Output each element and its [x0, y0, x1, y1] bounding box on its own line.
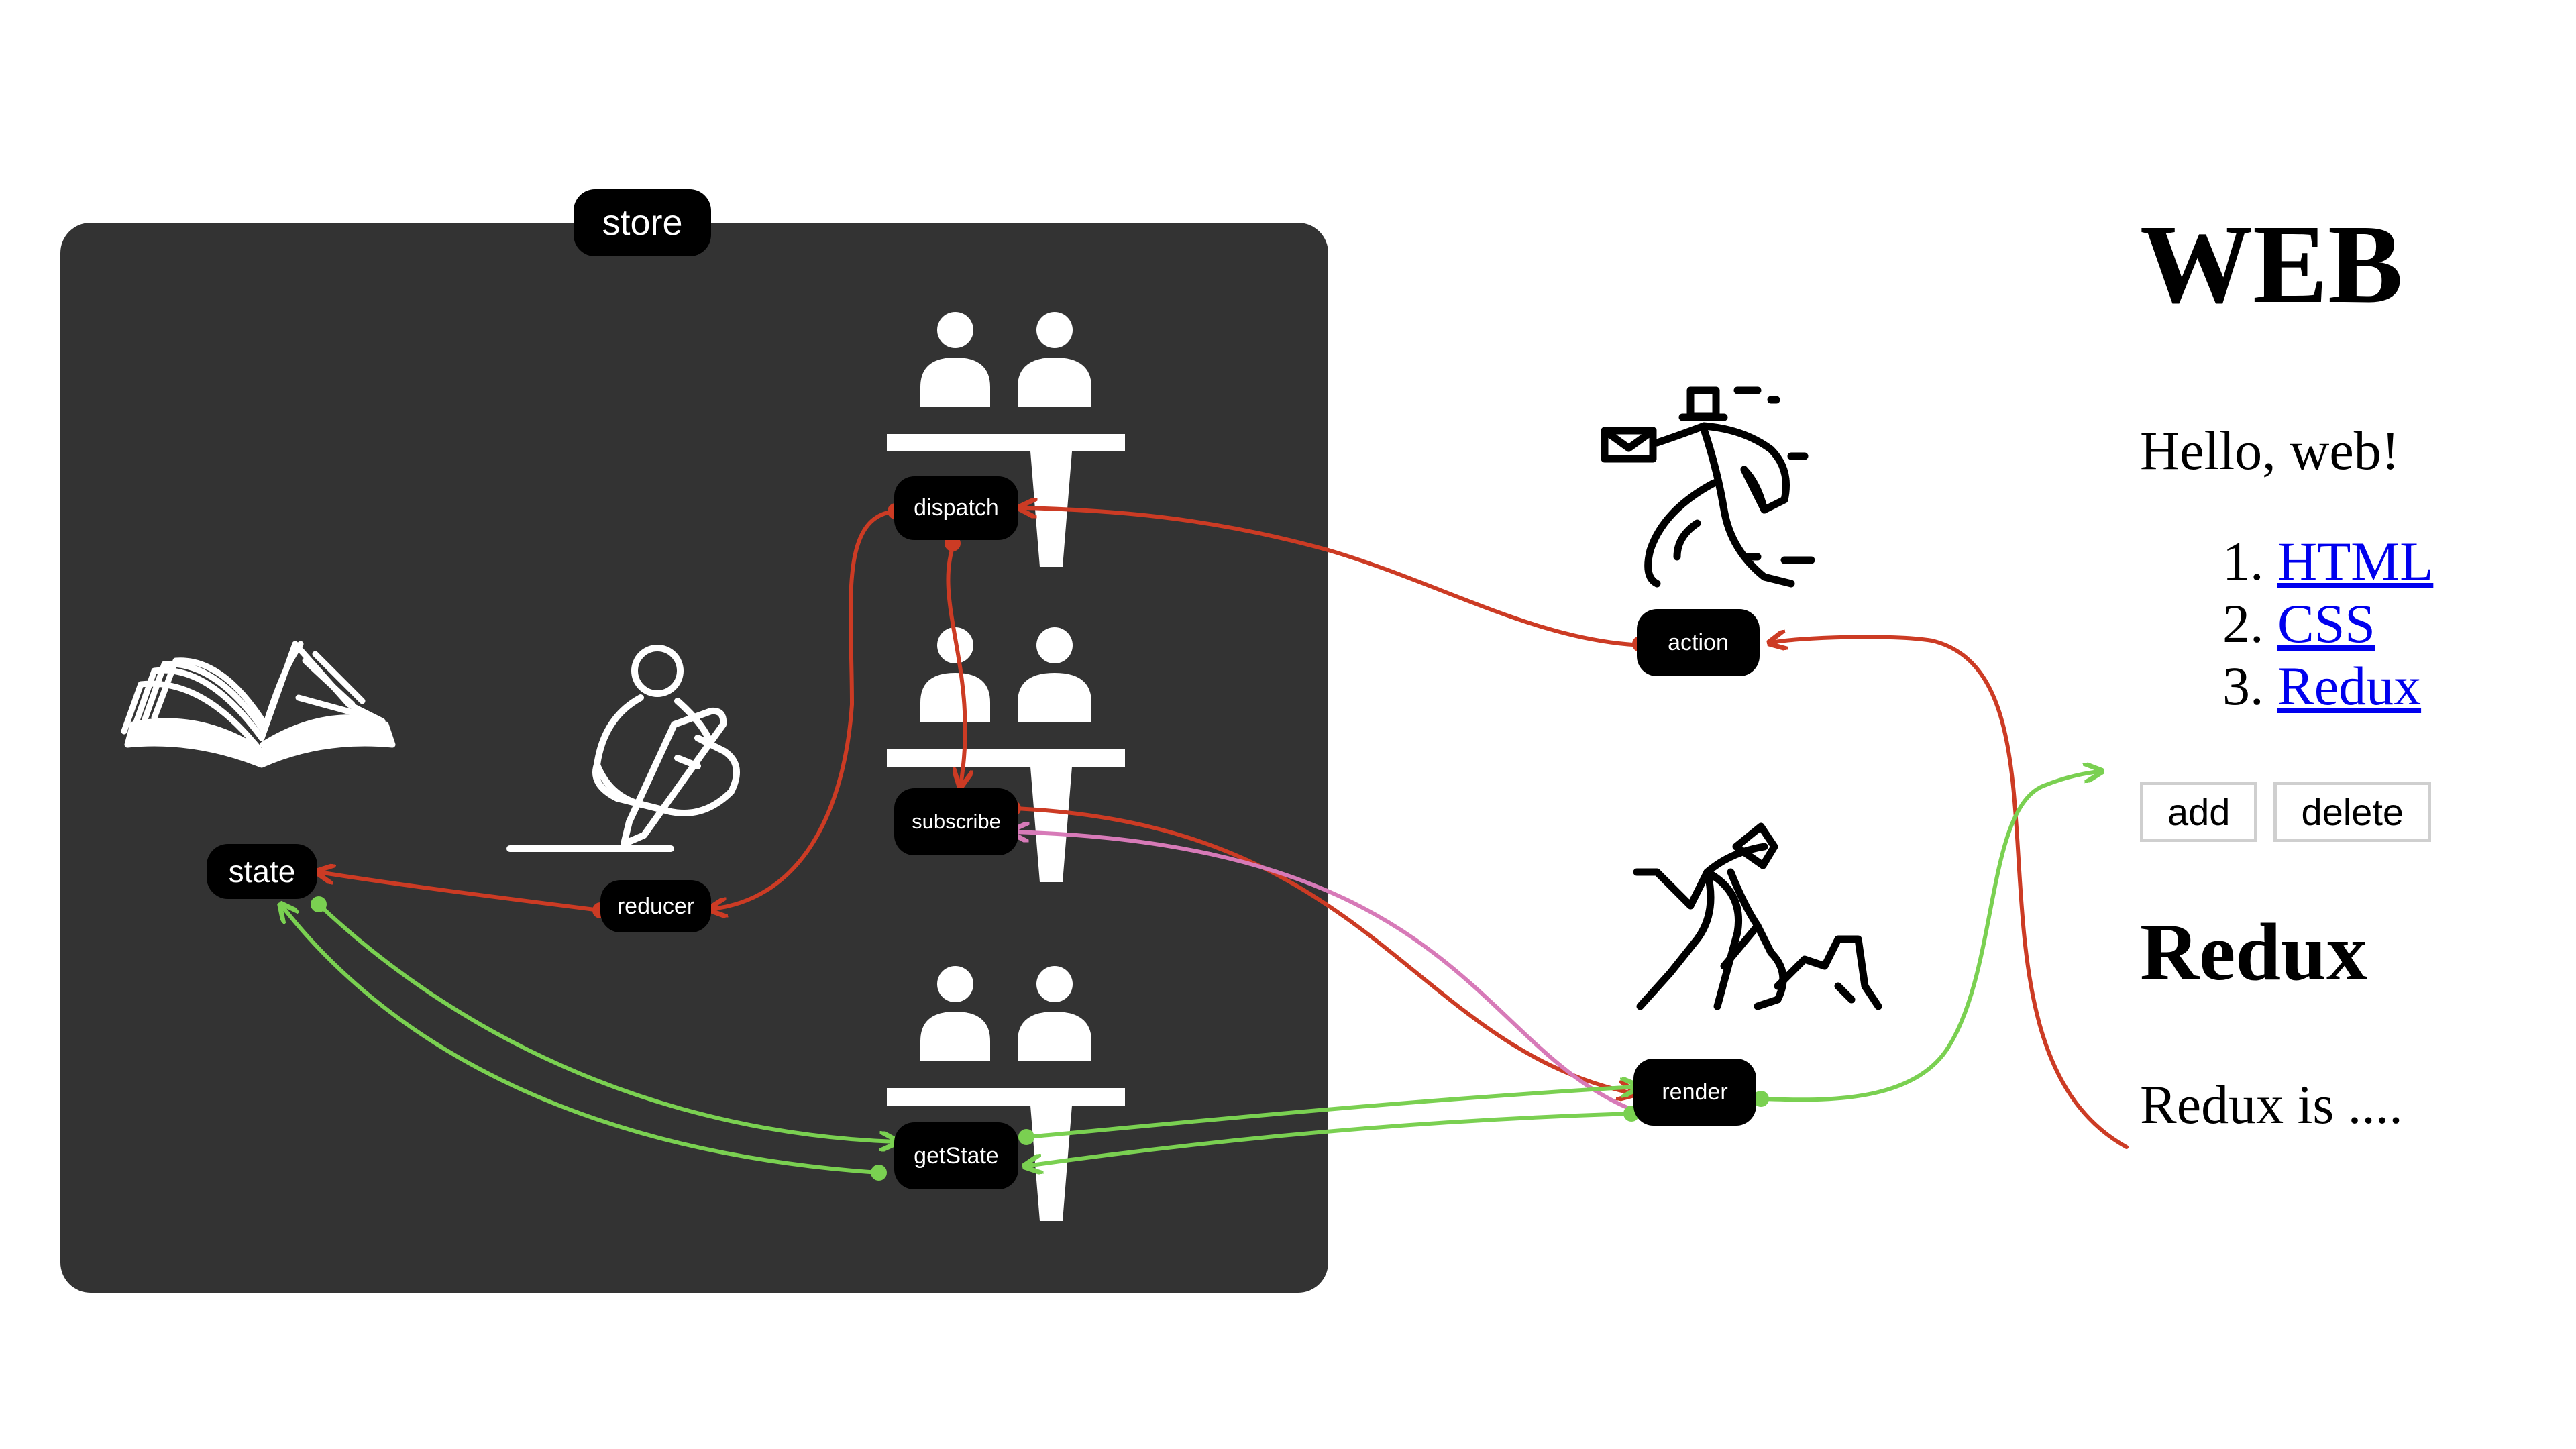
digging-worker-icon	[1633, 822, 1882, 1010]
web-buttons: add delete	[2140, 782, 2432, 842]
link-css[interactable]: CSS	[2277, 593, 2375, 654]
web-section-title: Redux	[2140, 907, 2367, 998]
list-item: CSS	[2277, 592, 2433, 655]
arrow-render-to-getstate	[1026, 1112, 1635, 1166]
web-nav-list: HTML CSS Redux	[2140, 530, 2433, 717]
arrow-getstate-to-render	[1024, 1087, 1637, 1139]
store-label: store	[574, 189, 711, 256]
add-button[interactable]: add	[2140, 782, 2258, 842]
arrow-web-to-action	[1771, 637, 2129, 1149]
open-book-icon	[121, 641, 396, 768]
arrow-reducer-to-state	[319, 872, 602, 912]
web-title: WEB	[2140, 202, 2404, 327]
render-node: render	[1633, 1059, 1756, 1126]
link-redux[interactable]: Redux	[2277, 655, 2422, 716]
state-node: state	[207, 844, 317, 899]
action-node: action	[1637, 609, 1760, 676]
list-item: HTML	[2277, 530, 2433, 592]
web-section-text: Redux is ....	[2140, 1074, 2403, 1135]
delete-button[interactable]: delete	[2273, 782, 2432, 842]
arrow-dispatch-to-subscribe	[946, 541, 965, 785]
reducer-node: reducer	[600, 880, 711, 932]
web-greeting: Hello, web!	[2140, 420, 2400, 481]
link-html[interactable]: HTML	[2277, 531, 2434, 592]
writing-person-icon	[506, 645, 740, 852]
getstate-node: getState	[894, 1122, 1018, 1189]
arrow-getstate-to-state	[282, 906, 881, 1175]
web-page-preview: WEB Hello, web! HTML CSS Redux add delet…	[2140, 202, 2516, 1135]
list-item: Redux	[2277, 655, 2433, 717]
arrow-action-to-dispatch	[1021, 508, 1651, 647]
dispatch-node: dispatch	[894, 476, 1018, 540]
arrow-render-to-web	[1759, 771, 2100, 1102]
subscribe-node: subscribe	[894, 788, 1018, 855]
arrow-subscribe-to-render	[1012, 806, 1633, 1093]
arrow-state-to-getstate	[317, 902, 896, 1142]
arrow-render-to-subscribe	[1013, 832, 1635, 1112]
courier-icon	[1601, 386, 1815, 588]
arrow-dispatch-to-reducer	[711, 509, 898, 909]
